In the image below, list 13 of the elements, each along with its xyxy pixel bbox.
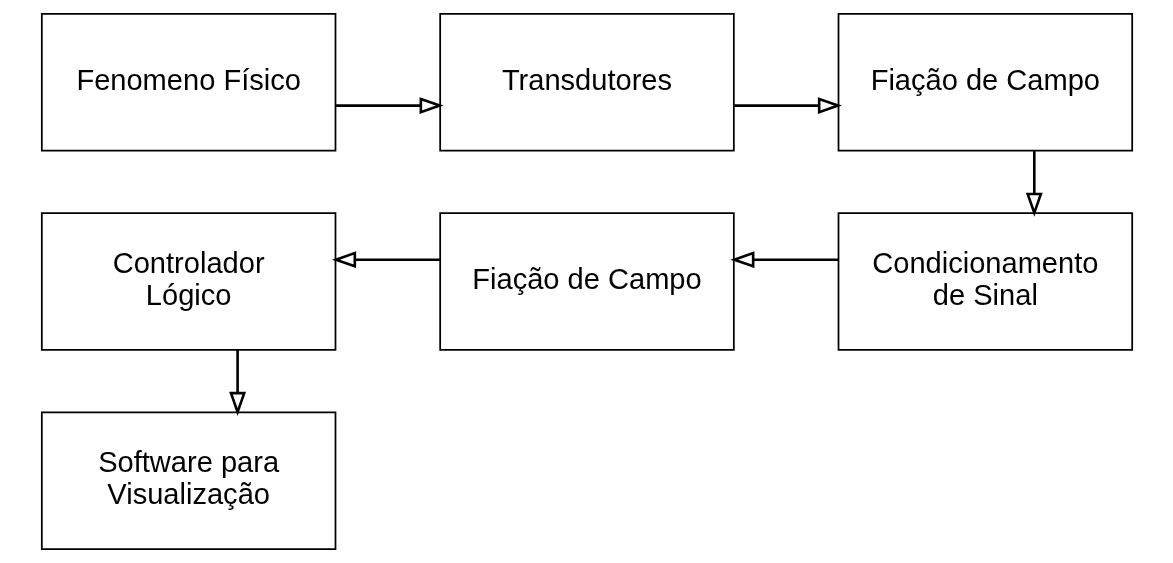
arrow [335, 97, 444, 115]
node-box: Controlador Lógico [40, 212, 336, 351]
node-box: Transdutores [438, 13, 735, 152]
node-box: Fenomeno Físico [40, 13, 336, 152]
arrow [729, 251, 838, 269]
node-box: Fiação de Campo [837, 13, 1133, 152]
node-box: Software para Visualização [40, 411, 336, 550]
arrow [733, 97, 842, 115]
arrow [228, 350, 246, 416]
node-box: Condicionamento de Sinal [837, 212, 1133, 351]
arrow [1025, 150, 1043, 217]
arrow [331, 251, 440, 269]
node-box: Fiação de Campo [438, 212, 735, 351]
